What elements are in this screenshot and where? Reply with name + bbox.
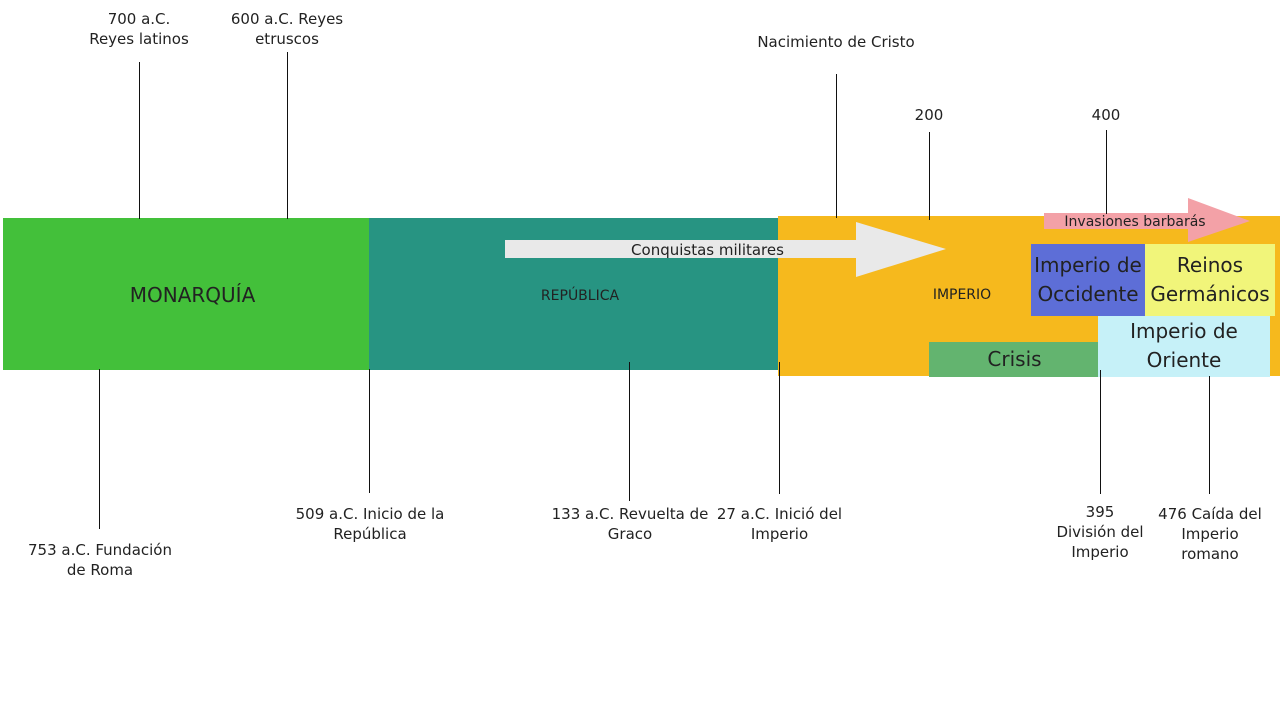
cristo-line — [836, 74, 837, 218]
invasiones-label: Invasiones barbarás — [1064, 214, 1206, 230]
reyes-latinos-line — [139, 62, 140, 219]
occidente-box — [1031, 244, 1145, 316]
year-200-label: 200 — [914, 106, 944, 124]
invasiones-arrow — [1044, 198, 1250, 242]
reyes-latinos-label: 700 a.C. Reyes latinos — [89, 10, 189, 48]
crisis-label: Crisis — [987, 347, 1042, 371]
year-400-label: 400 — [1091, 106, 1121, 124]
republica-line — [369, 369, 370, 493]
imperio-label: IMPERIO — [932, 287, 992, 303]
republica-start-label: 509 a.C. Inicio de la República — [295, 505, 445, 543]
monarquia-band — [3, 218, 370, 370]
oriente-label: Imperio de Oriente — [1130, 319, 1238, 372]
reyes-etruscos-line — [287, 52, 288, 219]
fundacion-line — [99, 369, 100, 529]
cristo-label: Nacimiento de Cristo — [757, 33, 915, 51]
division-line — [1100, 370, 1101, 494]
republica-label: REPÚBLICA — [540, 288, 620, 304]
fundacion-label: 753 a.C. Fundación de Roma — [27, 541, 172, 579]
germanicos-label: Reinos Germánicos — [1150, 253, 1270, 306]
division-label: 395 División del Imperio — [1056, 503, 1144, 561]
y200-line — [929, 132, 930, 220]
caida-line — [1209, 376, 1210, 494]
monarquia-label: MONARQUÍA — [129, 283, 256, 307]
imperio-line — [779, 362, 780, 494]
conquistas-label: Conquistas militares — [631, 241, 784, 259]
y400-line — [1106, 130, 1107, 214]
occidente-label: Imperio de Occidente — [1034, 253, 1142, 306]
caida-label: 476 Caída del Imperio romano — [1158, 505, 1262, 563]
crisis-box — [929, 342, 1100, 377]
reyes-etruscos-label: 600 a.C. Reyes etruscos — [230, 10, 344, 48]
imperio-start-label: 27 a.C. Inició del Imperio — [716, 505, 843, 543]
graco-line — [629, 362, 630, 501]
graco-label: 133 a.C. Revuelta de Graco — [551, 505, 709, 543]
germanicos-box — [1145, 244, 1275, 316]
oriente-box — [1098, 316, 1270, 377]
conquistas-arrow — [505, 222, 946, 277]
